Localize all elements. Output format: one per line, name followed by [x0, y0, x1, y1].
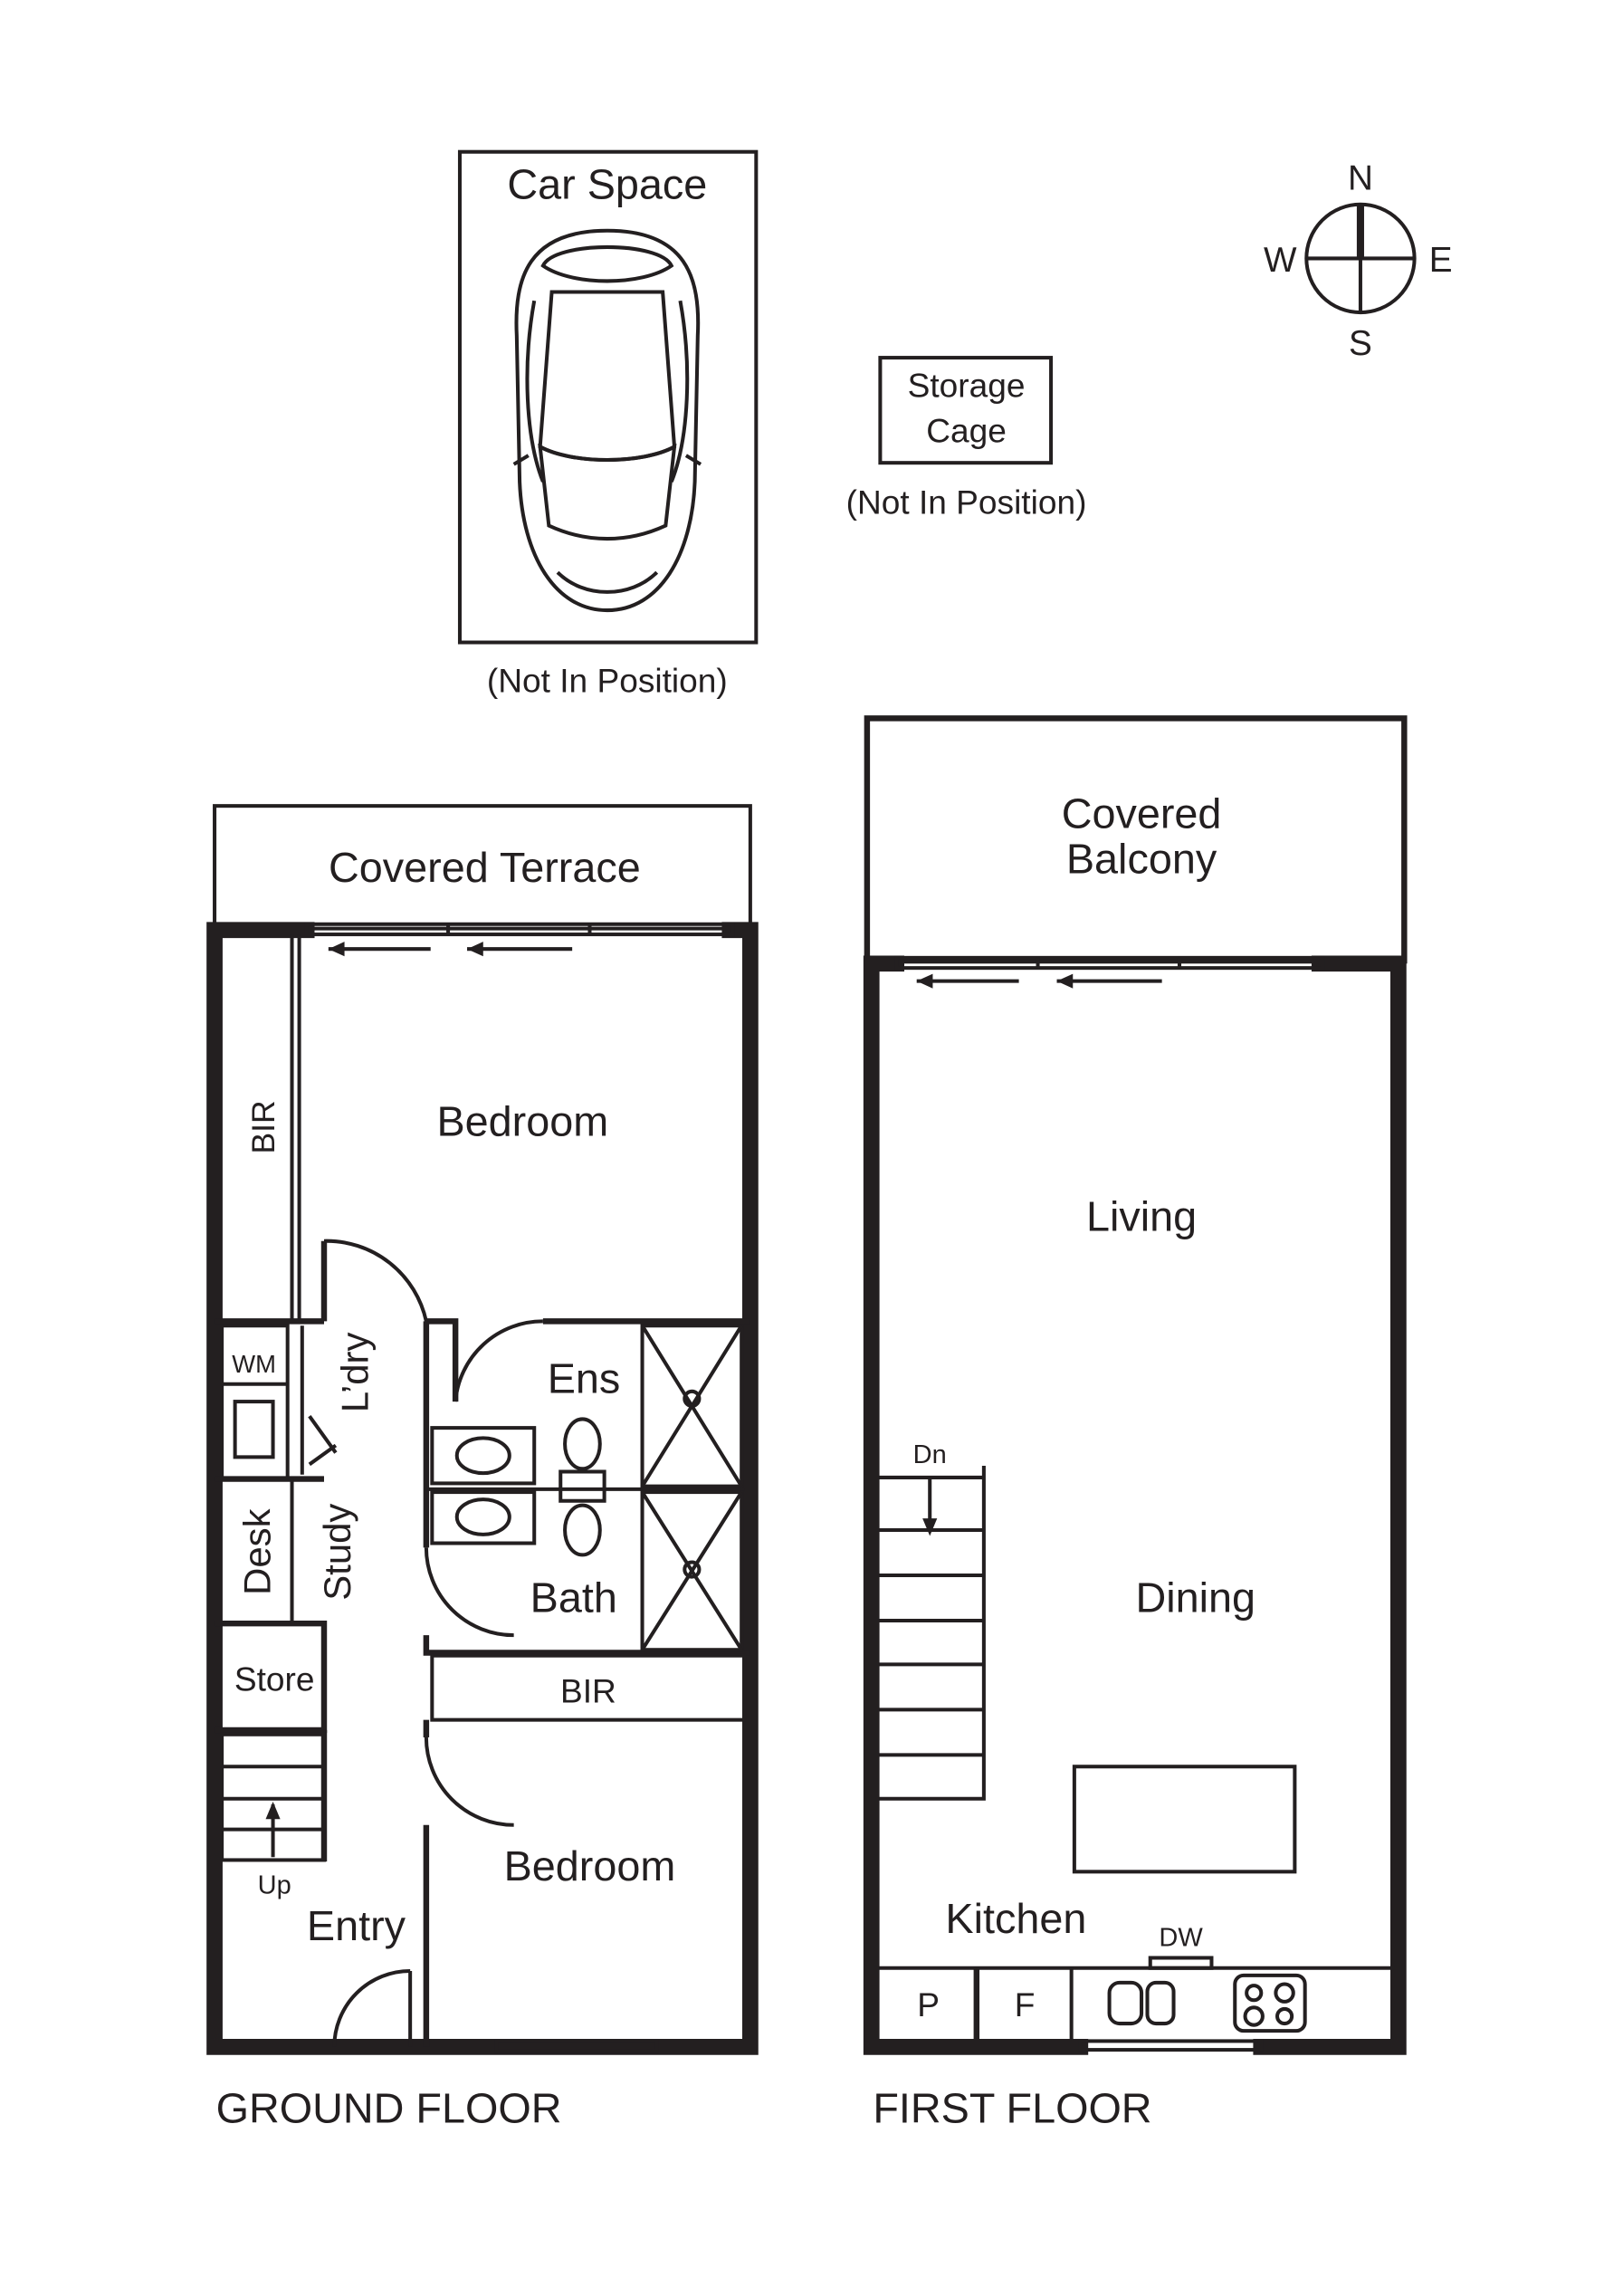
entry-label: Entry — [307, 1902, 406, 1949]
balcony-line2: Balcony — [1066, 835, 1217, 882]
compass-south: S — [1349, 324, 1372, 363]
living-label: Living — [1086, 1192, 1197, 1239]
bedroom-top-label: Bedroom — [436, 1098, 608, 1145]
compass-icon: N S E W — [1264, 159, 1453, 363]
up-label: Up — [258, 1871, 291, 1900]
sink-icon — [1107, 1980, 1176, 2026]
bath-label: Bath — [530, 1574, 617, 1621]
cooktop-icon — [1233, 1973, 1307, 2033]
balcony-line1: Covered — [1062, 789, 1222, 837]
wm-label: WM — [232, 1350, 276, 1378]
compass-west: W — [1264, 241, 1297, 280]
bir-top-label: BIR — [245, 1100, 282, 1153]
dw-label: DW — [1159, 1924, 1203, 1953]
storage-cage-note: (Not In Position) — [846, 483, 1087, 521]
fridge-label: F — [1015, 1985, 1036, 2023]
bedroom-bottom-label: Bedroom — [504, 1842, 676, 1889]
covered-terrace-label: Covered Terrace — [329, 844, 641, 891]
storage-cage-line1: Storage — [908, 367, 1026, 405]
kitchen-island — [1072, 1765, 1297, 1874]
car-space-note: (Not In Position) — [487, 661, 728, 699]
ens-label: Ens — [548, 1354, 621, 1402]
study-label: Study — [316, 1504, 358, 1601]
ground-floor-title: GROUND FLOOR — [216, 2085, 562, 2132]
first-floor-title: FIRST FLOOR — [873, 2085, 1151, 2132]
store-label: Store — [234, 1660, 315, 1698]
sliding-door — [304, 922, 735, 957]
car-space: Car Space (Not In Position) — [457, 149, 759, 699]
compass-north: N — [1348, 159, 1373, 198]
pantry-label: P — [917, 1985, 940, 2023]
storage-cage-line2: Cage — [926, 412, 1007, 450]
covered-terrace — [213, 804, 752, 931]
sliding-door-upper — [894, 955, 1325, 989]
compass-east: E — [1429, 241, 1453, 280]
dining-label: Dining — [1135, 1574, 1255, 1621]
stairs-down: Dn — [878, 1440, 986, 1801]
ground-floor-plan: Covered Terrace BIR Bedroom — [206, 804, 759, 2132]
car-space-label: Car Space — [507, 160, 707, 207]
desk-label: Desk — [235, 1507, 278, 1595]
ldry-label: L’dry — [333, 1333, 376, 1413]
car-icon — [512, 228, 702, 613]
dn-label: Dn — [913, 1440, 947, 1469]
covered-balcony — [864, 715, 1408, 964]
first-floor-plan: Covered Balcony Living — [863, 715, 1408, 2132]
storage-cage: Storage Cage (Not In Position) — [846, 356, 1087, 521]
bir-mid-label: BIR — [560, 1671, 616, 1709]
kitchen-label: Kitchen — [945, 1895, 1086, 1942]
stairs-up: Up — [220, 1732, 327, 1900]
